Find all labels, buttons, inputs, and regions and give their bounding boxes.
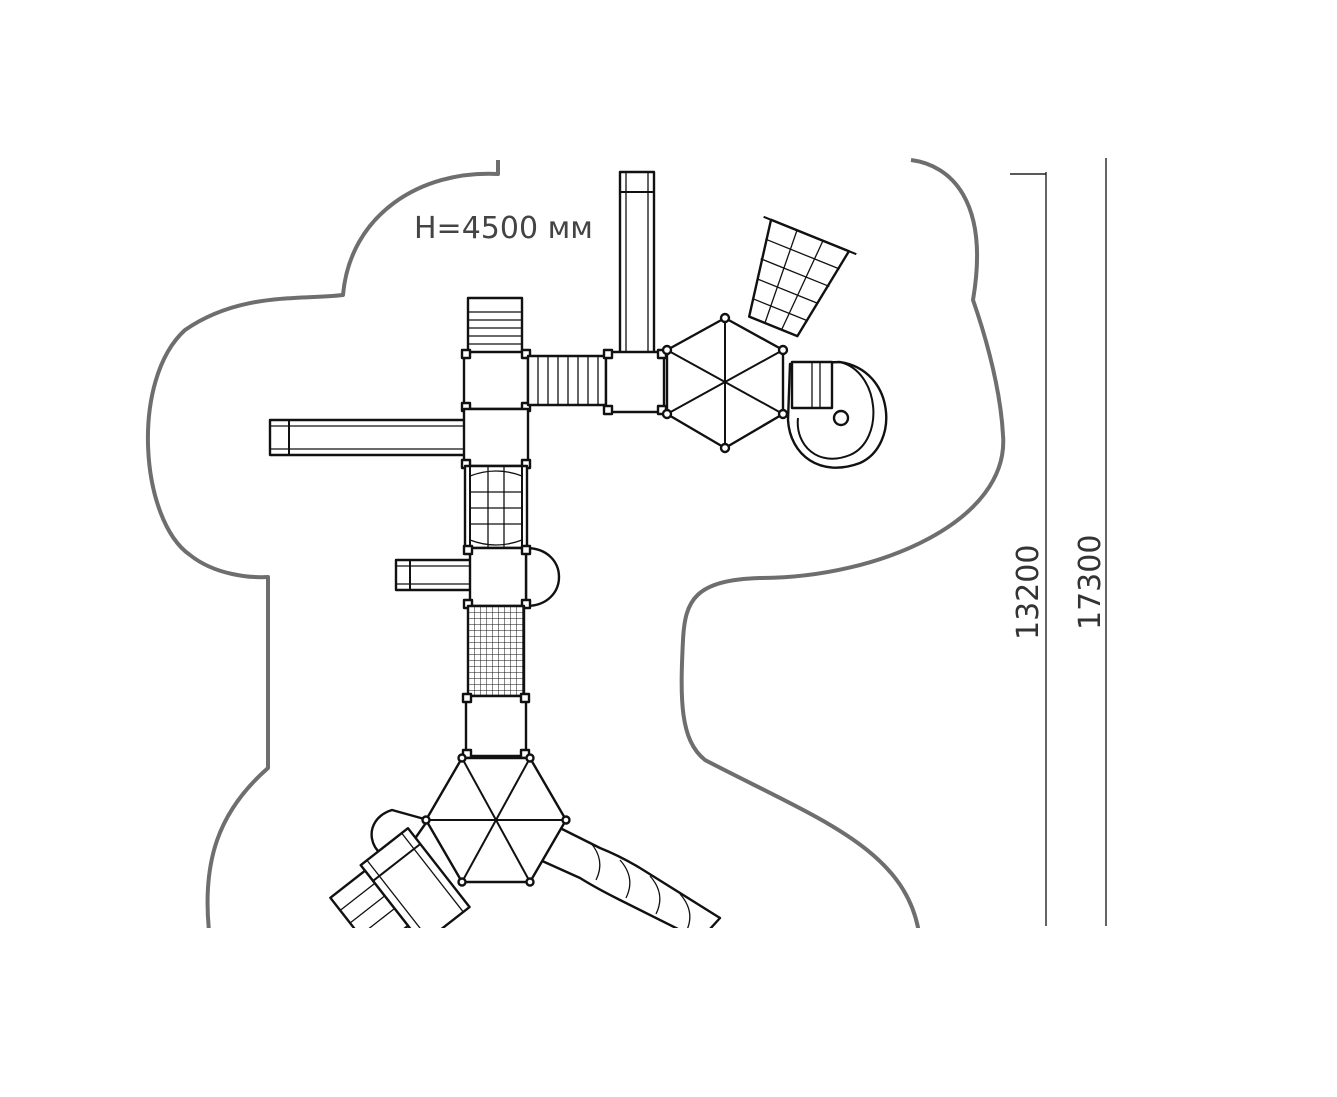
top-bridge [526,354,608,407]
climbing-ladder-mid [463,464,529,550]
left-slide [268,418,469,457]
lower-left-slide [329,808,471,928]
dimension-inner [1010,172,1047,926]
platform-2 [460,407,532,470]
platform-3 [602,348,668,416]
tall-slide [618,170,656,356]
safety-zone-boundary [145,158,1006,928]
hexagon-tower-upper [661,312,789,454]
spiral-slide [786,360,888,469]
hexagon-tower-lower [421,753,571,887]
dimension-inner-label: 13200 [1011,545,1046,640]
height-label: H=4500 мм [414,211,593,246]
net-bridge [466,604,526,698]
platform-5 [461,692,531,760]
top-ladder [466,296,524,355]
tube-slide [538,826,722,928]
small-slide [394,558,474,592]
dimension-outer-label: 17300 [1073,535,1108,630]
platform-1 [460,348,532,413]
platform-4 [462,544,561,610]
climbing-net [747,215,857,338]
